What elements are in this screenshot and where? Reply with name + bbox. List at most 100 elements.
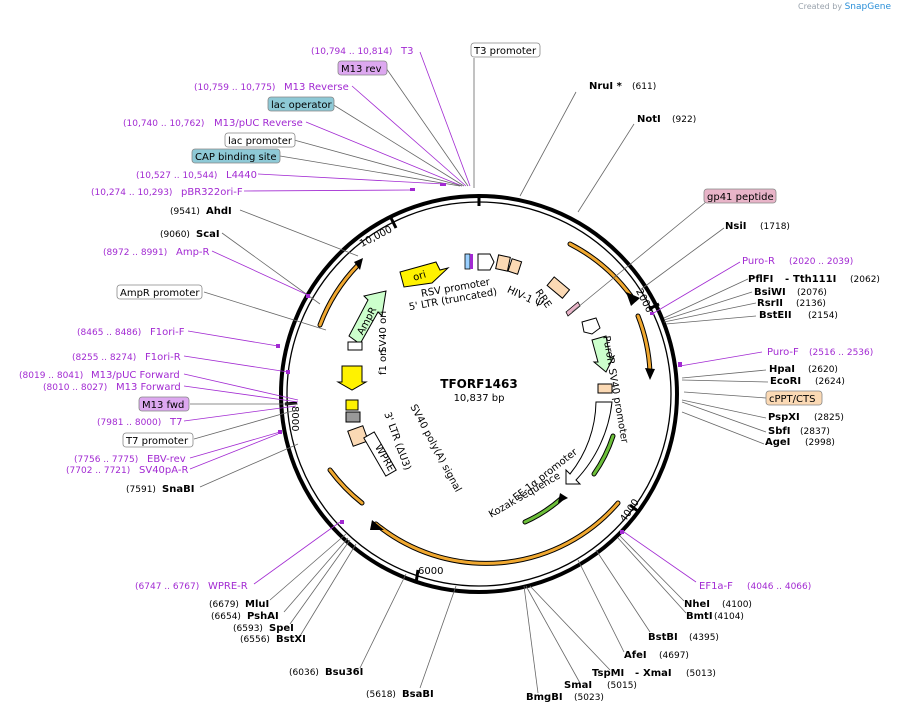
enzyme-bmgbi[interactable]: BmgBI [526, 692, 563, 703]
enzyme-hpai[interactable]: HpaI [769, 364, 795, 375]
enzyme-sbfi[interactable]: SbfI [768, 426, 790, 437]
enzyme-bmti[interactable]: BmtI [686, 611, 713, 622]
cap-binding-site-box[interactable] [191, 148, 281, 164]
enzyme-noti[interactable]: NotI [637, 114, 661, 125]
enzyme-pflfi[interactable]: PflFI [748, 274, 773, 285]
enzyme-ecori-pos: (2624) [815, 377, 845, 387]
feature-label-kozak: Kozak sequence [487, 471, 562, 521]
primer-t7[interactable]: T7 [169, 417, 182, 428]
ltr3-feature [345, 399, 369, 447]
hiv-psi-feature [495, 254, 523, 275]
primer-puro-r[interactable]: Puro-R [742, 256, 775, 267]
enzyme-agei[interactable]: AgeI [765, 437, 790, 448]
enzyme-bsteii[interactable]: BstEII [759, 310, 792, 321]
enzyme-bsabi[interactable]: BsaBI [402, 689, 434, 700]
lac-promoter-box[interactable] [224, 132, 296, 148]
enzyme-pshai-pos: (6654) [211, 612, 241, 622]
snapgene-credit: Created by SnapGene [798, 2, 891, 12]
primer-f1ori-r[interactable]: F1ori-R [145, 352, 181, 363]
primer-m13-forward[interactable]: M13 Forward [116, 382, 181, 393]
gp41-peptide-box[interactable] [703, 188, 777, 204]
primer-sv40pa-r-pos: (7702 .. 7721) [66, 466, 130, 476]
enzyme-mlui-pos: (6679) [209, 600, 239, 610]
f1-ori-feature [336, 365, 368, 391]
primer-ebv-rev[interactable]: EBV-rev [147, 454, 186, 465]
plasmid-size: 10,837 bp [454, 393, 505, 404]
primer-m13-puc-forward[interactable]: M13/pUC Forward [91, 370, 180, 381]
primer-puro-f[interactable]: Puro-F [767, 347, 799, 358]
primer-ef1a-f[interactable]: EF1a-F [699, 581, 733, 592]
enzyme-ecori[interactable]: EcoRI [770, 376, 801, 387]
enzyme-afei[interactable]: AfeI [624, 650, 647, 661]
primer-wpre-r[interactable]: WPRE-R [208, 581, 248, 592]
enzyme-xmai[interactable]: XmaI [643, 668, 672, 679]
enzyme-bmgbi-pos: (5023) [574, 693, 604, 703]
enzyme-pshai[interactable]: PshAI [247, 611, 279, 622]
enzyme-bmti-pos: (4104) [714, 612, 744, 622]
enzyme-rsrii-pos: (2136) [796, 299, 826, 309]
ori-feature [399, 261, 450, 288]
primer-puro-f-pos: (2516 .. 2536) [809, 348, 873, 358]
primer-f1ori-f[interactable]: F1ori-F [150, 327, 185, 338]
enzyme-agei-pos: (2998) [805, 438, 835, 448]
t7-promoter-box[interactable] [122, 432, 194, 448]
primer-m13-puc-forward-pos: (8019 .. 8041) [19, 371, 83, 381]
primer-sv40pa-r[interactable]: SV40pA-R [139, 465, 188, 476]
enzyme-bstxi[interactable]: BstXI [276, 634, 306, 645]
right-labels: NruI * (611) NotI (922) gp41 peptide Nsi… [526, 81, 880, 703]
enzyme-bsiwi[interactable]: BsiWI [754, 287, 786, 298]
primer-l4440-pos: (10,527 .. 10,544) [136, 171, 217, 181]
enzyme-pflfi-dash: - [785, 274, 789, 285]
enzyme-bstbi[interactable]: BstBI [648, 632, 678, 643]
feature-ampr-promoter: AmpR promoter [120, 288, 200, 299]
enzyme-snabi[interactable]: SnaBI [162, 484, 194, 495]
enzyme-rsrii[interactable]: RsrII [757, 298, 783, 309]
primer-pbr322ori-f[interactable]: pBR322ori-F [181, 187, 243, 198]
t3-promoter-box[interactable] [470, 42, 541, 58]
feature-cap-binding-site: CAP binding site [195, 152, 277, 163]
enzyme-smai[interactable]: SmaI [564, 680, 592, 691]
enzyme-scai[interactable]: ScaI [196, 229, 220, 240]
m13-fwd-box[interactable] [138, 396, 190, 412]
enzyme-snabi-pos: (7591) [126, 485, 156, 495]
feature-cppt: cPPT/CTS [769, 394, 815, 405]
enzyme-ahdi-pos: (9541) [170, 207, 200, 217]
enzyme-pspxi-pos: (2825) [814, 413, 844, 423]
cppt-cts-box[interactable] [765, 390, 823, 406]
enzyme-pspxi[interactable]: PspXI [768, 412, 800, 423]
enzyme-nrui[interactable]: NruI * [589, 81, 623, 92]
primer-m13-reverse[interactable]: M13 Reverse [284, 82, 349, 93]
enzyme-tspmi[interactable]: TspMI [592, 668, 624, 679]
primer-amp-r[interactable]: Amp-R [176, 247, 210, 258]
primer-pbr322ori-f-pos: (10,274 .. 10,293) [91, 188, 172, 198]
snapgene-logo: SnapGene [844, 2, 891, 12]
sv40-ori-feature [347, 341, 363, 351]
enzyme-ahdi[interactable]: AhdI [206, 206, 232, 217]
feature-m13-rev: M13 rev [341, 64, 382, 75]
primer-m13-puc-reverse[interactable]: M13/pUC Reverse [214, 118, 303, 129]
enzyme-mlui[interactable]: MluI [245, 599, 269, 610]
enzyme-bsu36i[interactable]: Bsu36I [325, 667, 363, 678]
primer-t3[interactable]: T3 [400, 46, 413, 57]
enzyme-tth111i[interactable]: Tth111I [793, 274, 836, 285]
tick-label-10000: 10,000 [358, 224, 394, 250]
enzyme-noti-pos: (922) [672, 115, 696, 125]
enzyme-spei-pos: (6593) [233, 624, 263, 634]
credit-prefix: Created by [798, 2, 843, 11]
feature-m13-fwd: M13 fwd [142, 400, 184, 411]
primer-f1ori-r-pos: (8255 .. 8274) [72, 353, 136, 363]
enzyme-nhei[interactable]: NheI [684, 599, 710, 610]
enzyme-sbfi-pos: (2837) [800, 427, 830, 437]
ampr-feature [348, 290, 387, 345]
enzyme-nsii[interactable]: NsiI [725, 221, 746, 232]
enzyme-bsabi-pos: (5618) [366, 690, 396, 700]
ampr-promoter-box[interactable] [116, 284, 203, 300]
lac-operator-box[interactable] [267, 96, 335, 112]
m13-rev-box[interactable] [337, 60, 388, 76]
enzyme-spei[interactable]: SpeI [269, 623, 294, 634]
rsv-promoter-feature [464, 253, 495, 271]
enzyme-bsiwi-pos: (2076) [797, 288, 827, 298]
primer-l4440[interactable]: L4440 [226, 170, 257, 181]
primer-ebv-rev-pos: (7756 .. 7775) [74, 455, 138, 465]
